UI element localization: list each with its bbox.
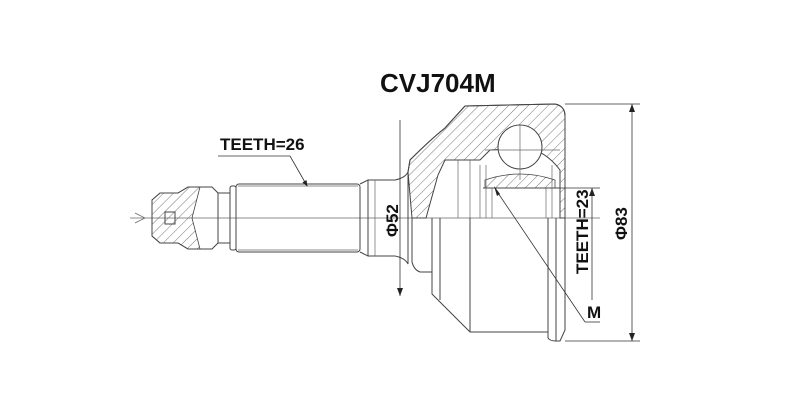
shaft-tip — [134, 185, 237, 251]
housing-outer — [411, 218, 566, 342]
seal-diameter-dimension: Φ52 — [383, 120, 403, 296]
inner-spline-dimension: TEETH=23 — [560, 187, 600, 300]
seal-diameter-label: Φ52 — [383, 204, 402, 237]
housing-diameter-dimension: Φ83 — [565, 103, 640, 342]
m-marker-callout: M — [494, 186, 601, 323]
m-label: M — [587, 303, 601, 322]
part-number-title: CVJ704M — [380, 68, 496, 98]
seal-neck — [367, 171, 409, 265]
outer-spline-callout: TEETH=26 — [218, 135, 308, 187]
inner-teeth-label: TEETH=23 — [573, 189, 592, 274]
housing-diameter-label: Φ83 — [612, 207, 631, 240]
outer-teeth-label: TEETH=26 — [220, 135, 305, 154]
housing-section — [407, 103, 566, 219]
